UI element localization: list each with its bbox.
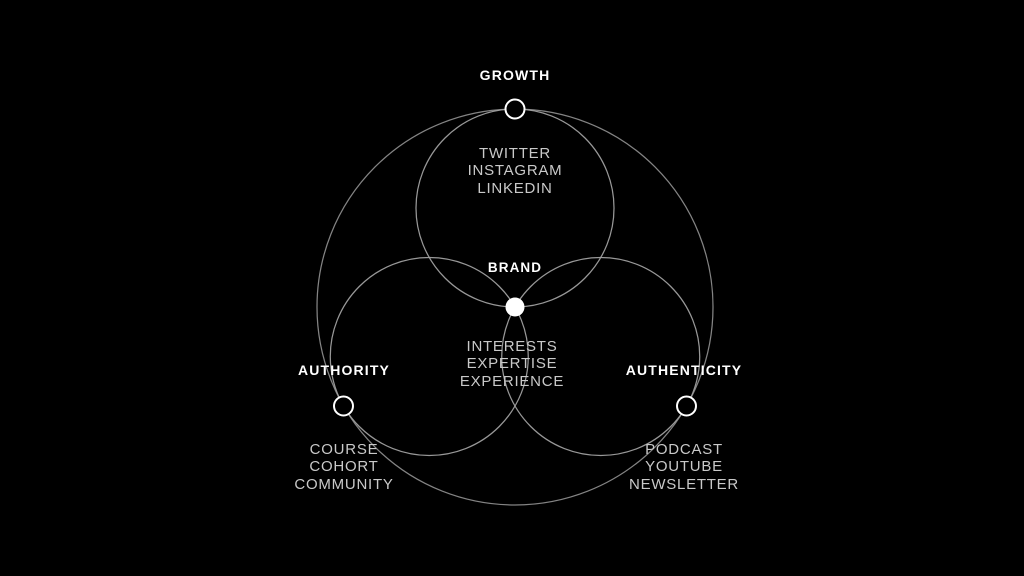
pillar-title-authenticity: AUTHENTICITY [625, 362, 743, 378]
hub-title-brand: BRAND [487, 260, 543, 275]
authenticity-node-icon[interactable] [676, 395, 697, 417]
hub-item: EXPERTISE [466, 355, 558, 373]
pillar-title-authority: AUTHORITY [297, 362, 391, 378]
authority-node-icon[interactable] [333, 395, 354, 417]
pillar-items-growth: TWITTER INSTAGRAM LINKEDIN [468, 145, 563, 197]
pillar-item: LINKEDIN [477, 179, 553, 197]
pillar-item: PODCAST [645, 441, 723, 458]
pillar-item: COHORT [309, 458, 379, 476]
pillar-title-growth: GROWTH [479, 67, 551, 83]
hub-item: INTERESTS [466, 338, 558, 355]
pillar-item: NEWSLETTER [628, 475, 740, 493]
pillar-items-authority: COURSE COHORT COMMUNITY [294, 441, 393, 493]
hub-item: EXPERIENCE [459, 372, 565, 390]
pillar-item: COURSE [309, 441, 379, 458]
brand-hub-node-icon[interactable] [505, 297, 525, 317]
pillar-items-authenticity: PODCAST YOUTUBE NEWSLETTER [629, 441, 739, 493]
pillar-item: TWITTER [479, 145, 551, 162]
growth-lobe-circle [415, 108, 615, 308]
authenticity-lobe-circle [501, 256, 701, 457]
pillar-item: INSTAGRAM [467, 162, 563, 180]
pillar-item: COMMUNITY [294, 475, 394, 493]
growth-node-icon[interactable] [504, 98, 526, 120]
authority-lobe-circle [329, 256, 529, 457]
pillar-item: YOUTUBE [645, 458, 723, 476]
node-group [333, 98, 697, 417]
hub-items-brand: INTERESTS EXPERTISE EXPERIENCE [460, 338, 564, 390]
